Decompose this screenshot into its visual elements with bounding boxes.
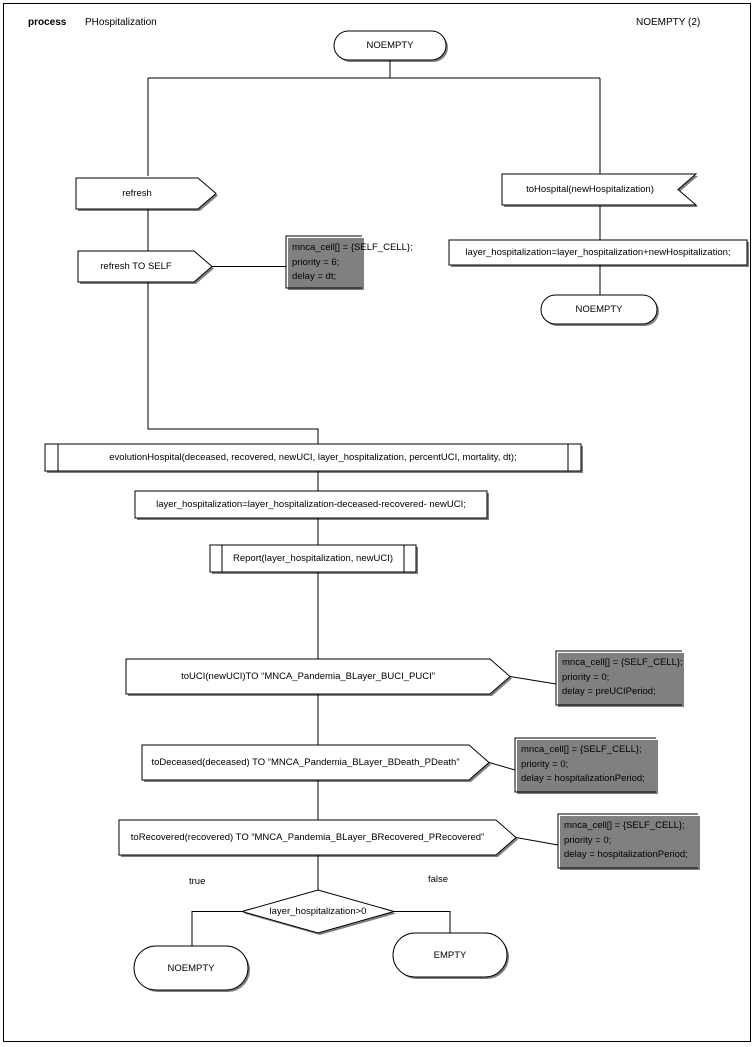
comment-line: delay = hospitalizationPeriod; (564, 849, 688, 861)
decision-shape[interactable] (240, 889, 396, 935)
comment-line: mnca_cell[] = {SELF_CELL}; (564, 820, 685, 831)
procedure-report-shape[interactable] (209, 544, 418, 574)
comment-line: delay = preUCIPeriod; (562, 686, 656, 698)
comment-to-deceased-box (514, 737, 658, 794)
state-false-empty[interactable] (392, 932, 509, 979)
output-refresh-self-label: refresh TO SELF (100, 261, 172, 272)
state-start-label: NOEMPTY (366, 40, 414, 51)
comment-refresh-self: mnca_cell[] = {SELF_CELL}; priority = 6;… (292, 241, 413, 285)
task-add-hospitalization-label: layer_hospitalization=layer_hospitalizat… (465, 247, 731, 258)
process-kind-label: process (28, 17, 67, 28)
comment-link-to-deceased (488, 762, 516, 771)
comment-line: priority = 6; (292, 256, 340, 268)
state-true-label: NOEMPTY (167, 962, 215, 974)
page-frame (3, 3, 751, 1042)
comment-link-to-recovered (515, 837, 559, 846)
comment-to-recovered: mnca_cell[] = {SELF_CELL}; priority = 0;… (564, 819, 688, 863)
output-to-uci-label: toUCI(newUCI)TO “MNCA_Pandemia_BLayer_BU… (181, 671, 435, 682)
comment-line: delay = dt; (292, 271, 337, 283)
comment-link-to-uci (509, 676, 557, 685)
procedure-evolution-hospital-shape[interactable] (44, 443, 583, 473)
edge-left-to-evolution (147, 282, 319, 444)
output-to-deceased-shape[interactable] (141, 744, 491, 782)
state-false-label: EMPTY (433, 949, 467, 961)
edge-false-branch (394, 911, 451, 933)
input-refresh-shape[interactable] (75, 177, 218, 211)
comment-refresh-self-box (285, 235, 364, 290)
page-reference-label: NOEMPTY (2) (636, 17, 701, 28)
input-to-hospital-shape[interactable] (501, 173, 698, 207)
output-to-recovered-shape[interactable] (118, 819, 518, 857)
branch-label-true: true (189, 876, 206, 887)
comment-line: mnca_cell[] = {SELF_CELL}; (562, 657, 683, 668)
decision-label: layer_hospitalization>0 (269, 906, 367, 917)
output-to-deceased-label: toDeceased(deceased) TO “MNCA_Pandemia_B… (151, 757, 460, 768)
comment-to-deceased: mnca_cell[] = {SELF_CELL}; priority = 0;… (521, 743, 645, 787)
branch-label-false: false (428, 874, 449, 885)
input-to-hospital-label: toHospital(newHospitalization) (526, 184, 654, 195)
comment-line: priority = 0; (564, 834, 612, 846)
output-refresh-self-shape[interactable] (77, 250, 214, 284)
state-after-hospital-label: NOEMPTY (575, 304, 623, 315)
output-to-recovered-label: toRecovered(recovered) TO “MNCA_Pandemia… (130, 832, 485, 843)
comment-to-uci: mnca_cell[] = {SELF_CELL}; priority = 0;… (562, 656, 683, 700)
comment-line: priority = 0; (521, 758, 569, 770)
comment-line: priority = 0; (562, 671, 610, 683)
procedure-evolution-hospital-label: evolutionHospital(deceased, recovered, n… (109, 452, 517, 463)
comment-to-uci-box (555, 650, 684, 707)
task-subtract-label: layer_hospitalization=layer_hospitalizat… (156, 499, 466, 510)
comment-line: delay = hospitalizationPeriod; (521, 773, 645, 785)
task-add-hospitalization-shape[interactable] (448, 239, 749, 267)
state-after-hospital[interactable] (540, 294, 659, 326)
comment-to-recovered-box (557, 813, 700, 870)
task-subtract-shape[interactable] (134, 490, 489, 520)
output-to-uci-shape[interactable] (125, 658, 512, 696)
comment-line: mnca_cell[] = {SELF_CELL}; (521, 744, 642, 755)
state-true-noempty[interactable] (133, 945, 250, 992)
input-refresh-label: refresh (122, 188, 152, 199)
state-start[interactable] (333, 30, 448, 62)
process-name-label: PHospitalization (85, 17, 157, 28)
procedure-report-label: Report(layer_hospitalization, newUCI) (233, 553, 393, 564)
edge-true-branch (191, 911, 242, 946)
comment-line: mnca_cell[] = {SELF_CELL}; (292, 242, 413, 253)
